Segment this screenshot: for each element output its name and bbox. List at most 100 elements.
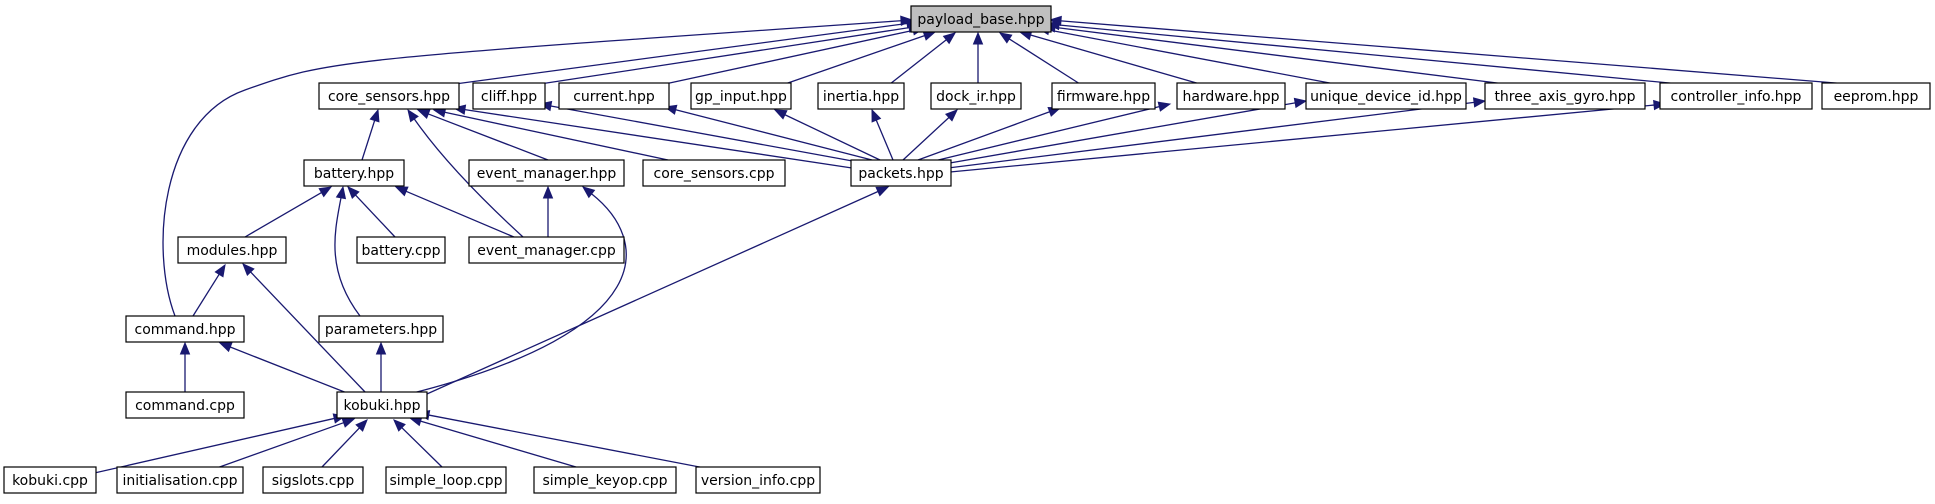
edge-line — [420, 420, 577, 468]
node-battery-c[interactable]: battery.cpp — [356, 236, 446, 264]
edge-line — [784, 34, 925, 85]
node-eeprom[interactable]: eeprom.hpp — [1821, 82, 1931, 110]
edge-line — [428, 113, 549, 161]
edge-packets-to-gp_input — [773, 109, 881, 161]
edge-hardware-to-payload_base — [1018, 30, 1201, 85]
arrowhead — [944, 109, 958, 122]
arrowhead — [369, 108, 380, 123]
edge-line — [464, 108, 853, 169]
arrowhead — [542, 185, 554, 199]
node-payload-base[interactable]: payload_base.hpp — [910, 5, 1052, 33]
edge-line — [89, 417, 335, 475]
edge-line — [454, 22, 908, 85]
node-event-manager-h[interactable]: event_manager.hpp — [468, 159, 625, 187]
edge-command_h-to-modules — [192, 263, 226, 317]
edge-line — [947, 101, 1475, 169]
node-box — [1176, 82, 1286, 110]
node-cliff[interactable]: cliff.hpp — [472, 82, 546, 110]
edge-packets-to-controller_info — [949, 99, 1667, 173]
node-label: kobuki.hpp — [343, 398, 420, 414]
edge-line — [664, 29, 914, 85]
edge-line — [889, 39, 947, 85]
edge-line — [1008, 38, 1081, 85]
node-kobuki-h[interactable]: kobuki.hpp — [336, 391, 428, 419]
arrowhead — [875, 186, 890, 197]
edge-line — [1054, 26, 1506, 85]
edge-unique_device_id-to-payload_base — [1036, 24, 1336, 85]
node-modules[interactable]: modules.hpp — [177, 236, 287, 264]
edge-line — [875, 119, 894, 161]
node-initialisation[interactable]: initialisation.cpp — [116, 466, 244, 494]
node-gp-input[interactable]: gp_input.hpp — [690, 82, 792, 110]
node-core-sensors-h[interactable]: core_sensors.hpp — [318, 82, 460, 110]
edge-version_info-to-kobuki_h — [416, 410, 737, 475]
arrowhead — [335, 185, 347, 200]
node-event-manager-c[interactable]: event_manager.cpp — [468, 236, 625, 264]
node-box — [177, 236, 287, 264]
node-label: version_info.cpp — [701, 473, 815, 489]
node-box — [850, 159, 952, 187]
node-simple-loop[interactable]: simple_loop.cpp — [385, 466, 507, 494]
node-label: three_axis_gyro.hpp — [1494, 89, 1635, 105]
node-kobuki-c[interactable]: kobuki.cpp — [3, 466, 97, 494]
arrowhead — [214, 263, 226, 278]
edge-core_sensors_h-to-payload_base — [454, 18, 920, 85]
edge-packets-to-firmware — [917, 107, 1062, 161]
node-box — [3, 466, 97, 494]
edge-line — [949, 104, 1655, 173]
node-core-sensors-c[interactable]: core_sensors.cpp — [642, 159, 786, 187]
node-dock-ir[interactable]: dock_ir.hpp — [930, 82, 1022, 110]
node-label: sigslots.cpp — [272, 473, 355, 489]
node-box — [1305, 82, 1467, 110]
node-packets[interactable]: packets.hpp — [850, 159, 952, 187]
arrowhead — [1048, 15, 1062, 27]
edge-kobuki_h-to-command_h — [218, 342, 348, 394]
node-label: dock_ir.hpp — [936, 89, 1016, 105]
node-sigslots[interactable]: sigslots.cpp — [262, 466, 364, 494]
edges-layer — [89, 15, 1849, 475]
edge-line — [1048, 29, 1336, 85]
node-unique-device-id[interactable]: unique_device_id.hpp — [1305, 82, 1467, 110]
edge-packets-to-hardware — [929, 101, 1172, 163]
node-box — [303, 159, 405, 187]
edge-battery_h-to-core_sensors_h — [361, 108, 380, 161]
edge-line — [444, 111, 669, 161]
edge-line — [229, 346, 348, 394]
node-box — [1821, 82, 1931, 110]
edge-eeprom-to-payload_base — [1048, 15, 1849, 85]
node-controller-info[interactable]: controller_info.hpp — [1659, 82, 1813, 110]
edge-line — [321, 427, 360, 468]
node-inertia[interactable]: inertia.hpp — [817, 82, 905, 110]
node-current[interactable]: current.hpp — [558, 82, 670, 110]
node-label: core_sensors.hpp — [328, 89, 450, 105]
arrowhead — [922, 30, 937, 41]
node-box — [468, 236, 625, 264]
arrowhead — [407, 108, 419, 123]
edge-modules-to-battery_h — [244, 186, 333, 238]
node-command-h[interactable]: command.hpp — [125, 315, 245, 343]
node-label: payload_base.hpp — [917, 12, 1044, 28]
node-command-c[interactable]: command.cpp — [125, 391, 245, 419]
edge-line — [1030, 34, 1201, 85]
arrowhead — [773, 109, 788, 120]
arrowhead — [347, 186, 360, 199]
node-simple-keyop[interactable]: simple_keyop.cpp — [533, 466, 677, 494]
edge-line — [675, 109, 873, 161]
edge-firmware-to-payload_base — [998, 32, 1081, 85]
node-label: initialisation.cpp — [122, 473, 237, 489]
node-three-axis-gyro[interactable]: three_axis_gyro.hpp — [1484, 82, 1646, 110]
node-label: cliff.hpp — [481, 89, 537, 105]
node-version-info[interactable]: version_info.cpp — [695, 466, 821, 494]
node-box — [1659, 82, 1813, 110]
edge-line — [784, 114, 881, 161]
node-label: kobuki.cpp — [12, 473, 88, 489]
node-label: gp_input.hpp — [695, 89, 787, 105]
node-parameters[interactable]: parameters.hpp — [318, 315, 444, 343]
node-hardware[interactable]: hardware.hpp — [1176, 82, 1286, 110]
node-battery-h[interactable]: battery.hpp — [303, 159, 405, 187]
edge-line — [413, 118, 524, 238]
node-label: current.hpp — [573, 89, 655, 105]
edge-packets-to-three_axis_gyro — [947, 97, 1487, 169]
edge-line — [361, 120, 376, 161]
node-firmware[interactable]: firmware.hpp — [1051, 82, 1156, 110]
